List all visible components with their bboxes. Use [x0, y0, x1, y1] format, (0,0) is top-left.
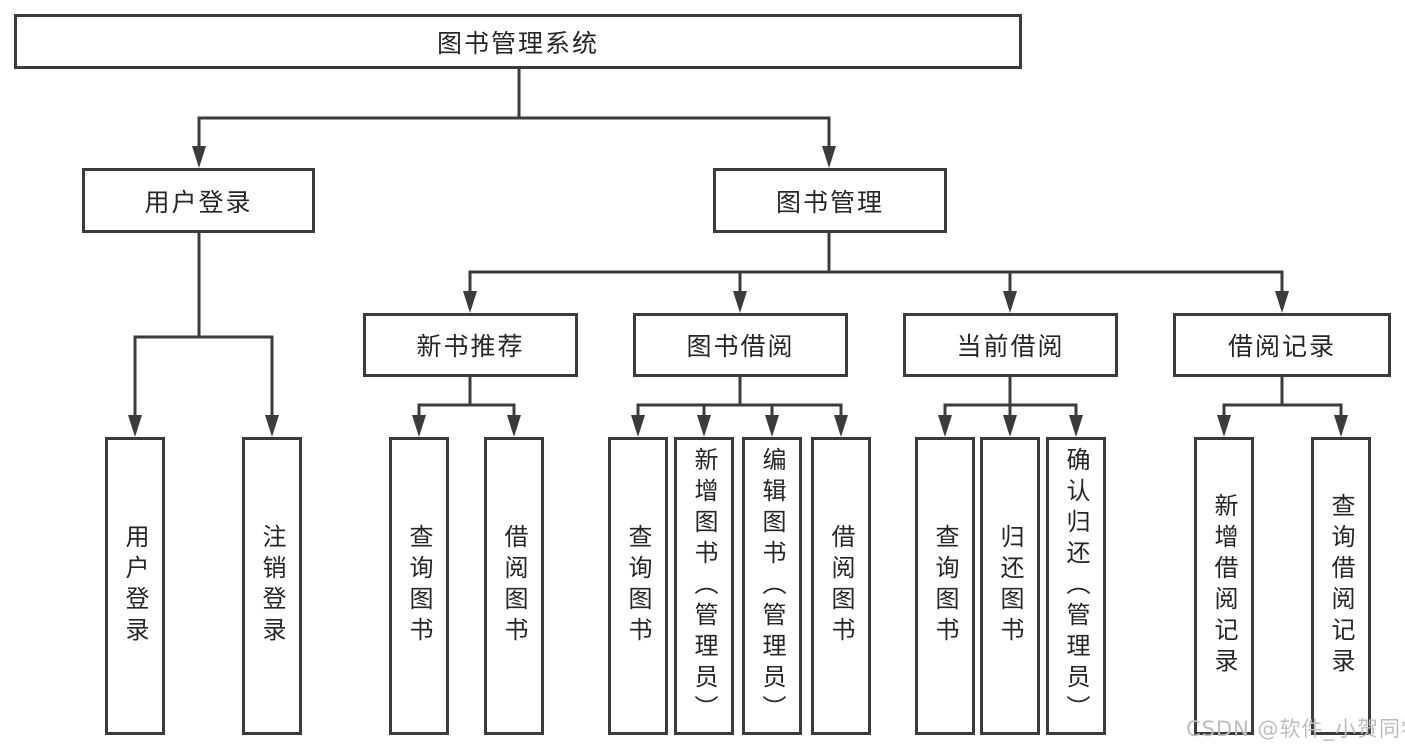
node-leaf-query-book-1: 查询图书 — [389, 437, 449, 735]
node-label: 编辑图书（管理员） — [758, 446, 786, 726]
node-label: 图书管理 — [775, 187, 884, 217]
arrowheads — [128, 146, 1348, 437]
node-leaf-query-borrow-record: 查询借阅记录 — [1311, 437, 1371, 735]
node-borrow-record: 借阅记录 — [1173, 313, 1391, 377]
node-label: 查询借阅记录 — [1327, 493, 1355, 679]
node-current-borrow: 当前借阅 — [903, 313, 1118, 377]
node-label: 确认归还（管理员） — [1062, 446, 1090, 726]
node-label: 新增借阅记录 — [1210, 493, 1238, 679]
node-leaf-confirm-return-admin: 确认归还（管理员） — [1046, 437, 1106, 735]
node-leaf-query-book-2: 查询图书 — [608, 437, 668, 735]
connector-stems-and-rails — [133, 69, 1343, 417]
node-book-borrow: 图书借阅 — [633, 313, 848, 377]
node-leaf-borrow-book-1: 借阅图书 — [484, 437, 544, 735]
node-label: 新增图书（管理员） — [690, 446, 718, 726]
node-label: 注销登录 — [258, 524, 286, 648]
node-leaf-add-book-admin: 新增图书（管理员） — [674, 437, 734, 735]
node-label: 归还图书 — [996, 524, 1024, 648]
node-new-book-recommend: 新书推荐 — [363, 313, 578, 377]
node-book-management: 图书管理 — [713, 168, 947, 233]
node-leaf-query-book-3: 查询图书 — [915, 437, 975, 735]
node-label: 图书管理系统 — [436, 28, 599, 58]
node-label: 借阅图书 — [500, 524, 528, 648]
node-leaf-return-book: 归还图书 — [980, 437, 1040, 735]
node-label: 借阅图书 — [827, 524, 855, 648]
node-leaf-logout: 注销登录 — [242, 437, 302, 735]
node-label: 图书借阅 — [686, 332, 795, 361]
node-leaf-add-borrow-record: 新增借阅记录 — [1194, 437, 1254, 735]
node-library-management-system: 图书管理系统 — [14, 14, 1022, 69]
node-leaf-edit-book-admin: 编辑图书（管理员） — [742, 437, 802, 735]
node-label: 当前借阅 — [956, 332, 1065, 361]
csdn-watermark: CSDN @软件_小贺同学 — [1186, 717, 1405, 741]
node-label: 查询图书 — [405, 524, 433, 648]
node-leaf-user-login: 用户登录 — [105, 437, 165, 735]
node-user-login: 用户登录 — [82, 168, 315, 233]
node-label: 用户登录 — [144, 187, 253, 217]
node-label: 新书推荐 — [416, 332, 525, 361]
node-label: 查询图书 — [624, 524, 652, 648]
node-label: 用户登录 — [121, 524, 149, 648]
node-leaf-borrow-book-2: 借阅图书 — [811, 437, 871, 735]
node-label: 查询图书 — [931, 524, 959, 648]
node-label: 借阅记录 — [1227, 332, 1336, 361]
